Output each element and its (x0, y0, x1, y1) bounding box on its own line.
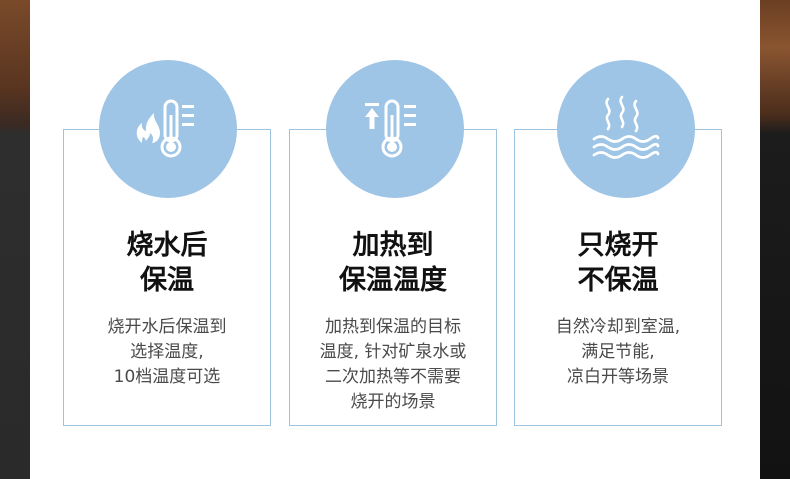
feature-description-line: 凉白开等场景 (567, 367, 669, 387)
feature-description: 加热到保温的目标 温度, 针对矿泉水或 二次加热等不需要 烧开的场景 (289, 315, 497, 415)
feature-description-line: 选择温度, (130, 342, 204, 362)
feature-description-line: 二次加热等不需要 (325, 367, 461, 387)
feature-title-line: 加热到 (352, 230, 434, 261)
feature-title-line: 不保温 (577, 265, 659, 296)
feature-description: 自然冷却到室温, 满足节能, 凉白开等场景 (514, 315, 722, 390)
feature-title-line: 保温温度 (339, 265, 447, 296)
feature-description-line: 满足节能, (581, 342, 655, 362)
background-right (760, 0, 790, 479)
feature-description-line: 温度, 针对矿泉水或 (319, 342, 467, 362)
feature-title: 加热到 保温温度 (289, 228, 497, 298)
feature-description-line: 加热到保温的目标 (325, 317, 461, 337)
feature-description-line: 10档温度可选 (113, 367, 221, 387)
feature-description-line: 烧开水后保温到 (107, 317, 227, 337)
feature-title-line: 烧水后 (126, 230, 208, 261)
feature-title-line: 保温 (140, 265, 194, 296)
feature-description-line: 自然冷却到室温, (555, 317, 681, 337)
flame-thermometer-icon (99, 60, 237, 198)
steam-water-icon (557, 60, 695, 198)
background-left (0, 0, 30, 479)
feature-description-line: 烧开的场景 (350, 392, 436, 412)
feature-description: 烧开水后保温到 选择温度, 10档温度可选 (63, 315, 271, 390)
feature-title-line: 只烧开 (577, 230, 659, 261)
heat-up-thermometer-icon (326, 60, 464, 198)
feature-title: 只烧开 不保温 (514, 228, 722, 298)
feature-title: 烧水后 保温 (63, 228, 271, 298)
